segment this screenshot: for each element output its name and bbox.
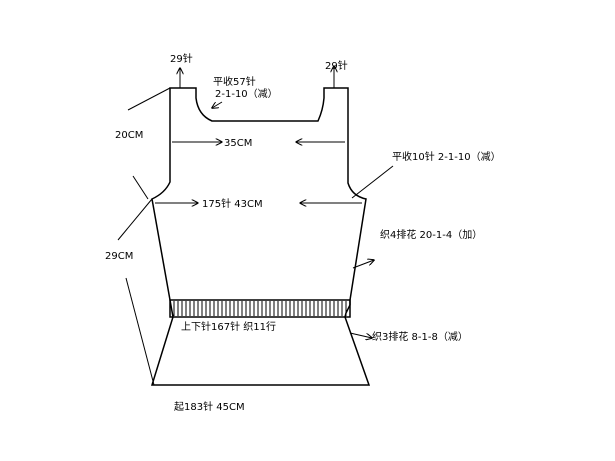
garment-outline	[150, 87, 371, 386]
body-height-leader-bottom	[125, 277, 155, 386]
shoulder-height-leader-top	[127, 87, 171, 111]
neck-bind-off: 平收57针	[213, 75, 256, 88]
side-increase-arrow	[352, 260, 374, 269]
top-right-stitches: 29针	[325, 59, 348, 72]
body-height-leader-top	[117, 198, 153, 241]
bust-width: 175针 43CM	[202, 197, 263, 210]
cast-on: 起183针 45CM	[174, 400, 245, 413]
top-left-stitches: 29针	[170, 52, 193, 65]
ribbing-spec: 上下针167针 织11行	[181, 320, 276, 333]
hem-decrease-arrow	[349, 332, 372, 338]
armhole-shaping: 平收10针 2-1-10（减）	[392, 150, 501, 163]
neck-arrow	[212, 101, 223, 108]
side-increase: 织4排花 20-1-4（加）	[380, 228, 482, 241]
neck-decrease: 2-1-10（减）	[215, 88, 278, 100]
ribbing-band	[169, 299, 351, 318]
hem-decrease: 织3排花 8-1-8（减）	[372, 330, 468, 343]
shoulder-height: 20CM	[115, 130, 143, 141]
chest-width: 35CM	[224, 138, 252, 149]
armhole-leader	[351, 165, 394, 199]
body-height: 29CM	[105, 251, 133, 262]
shoulder-height-leader-bottom	[132, 175, 149, 200]
ribbing-lines	[173, 301, 347, 316]
